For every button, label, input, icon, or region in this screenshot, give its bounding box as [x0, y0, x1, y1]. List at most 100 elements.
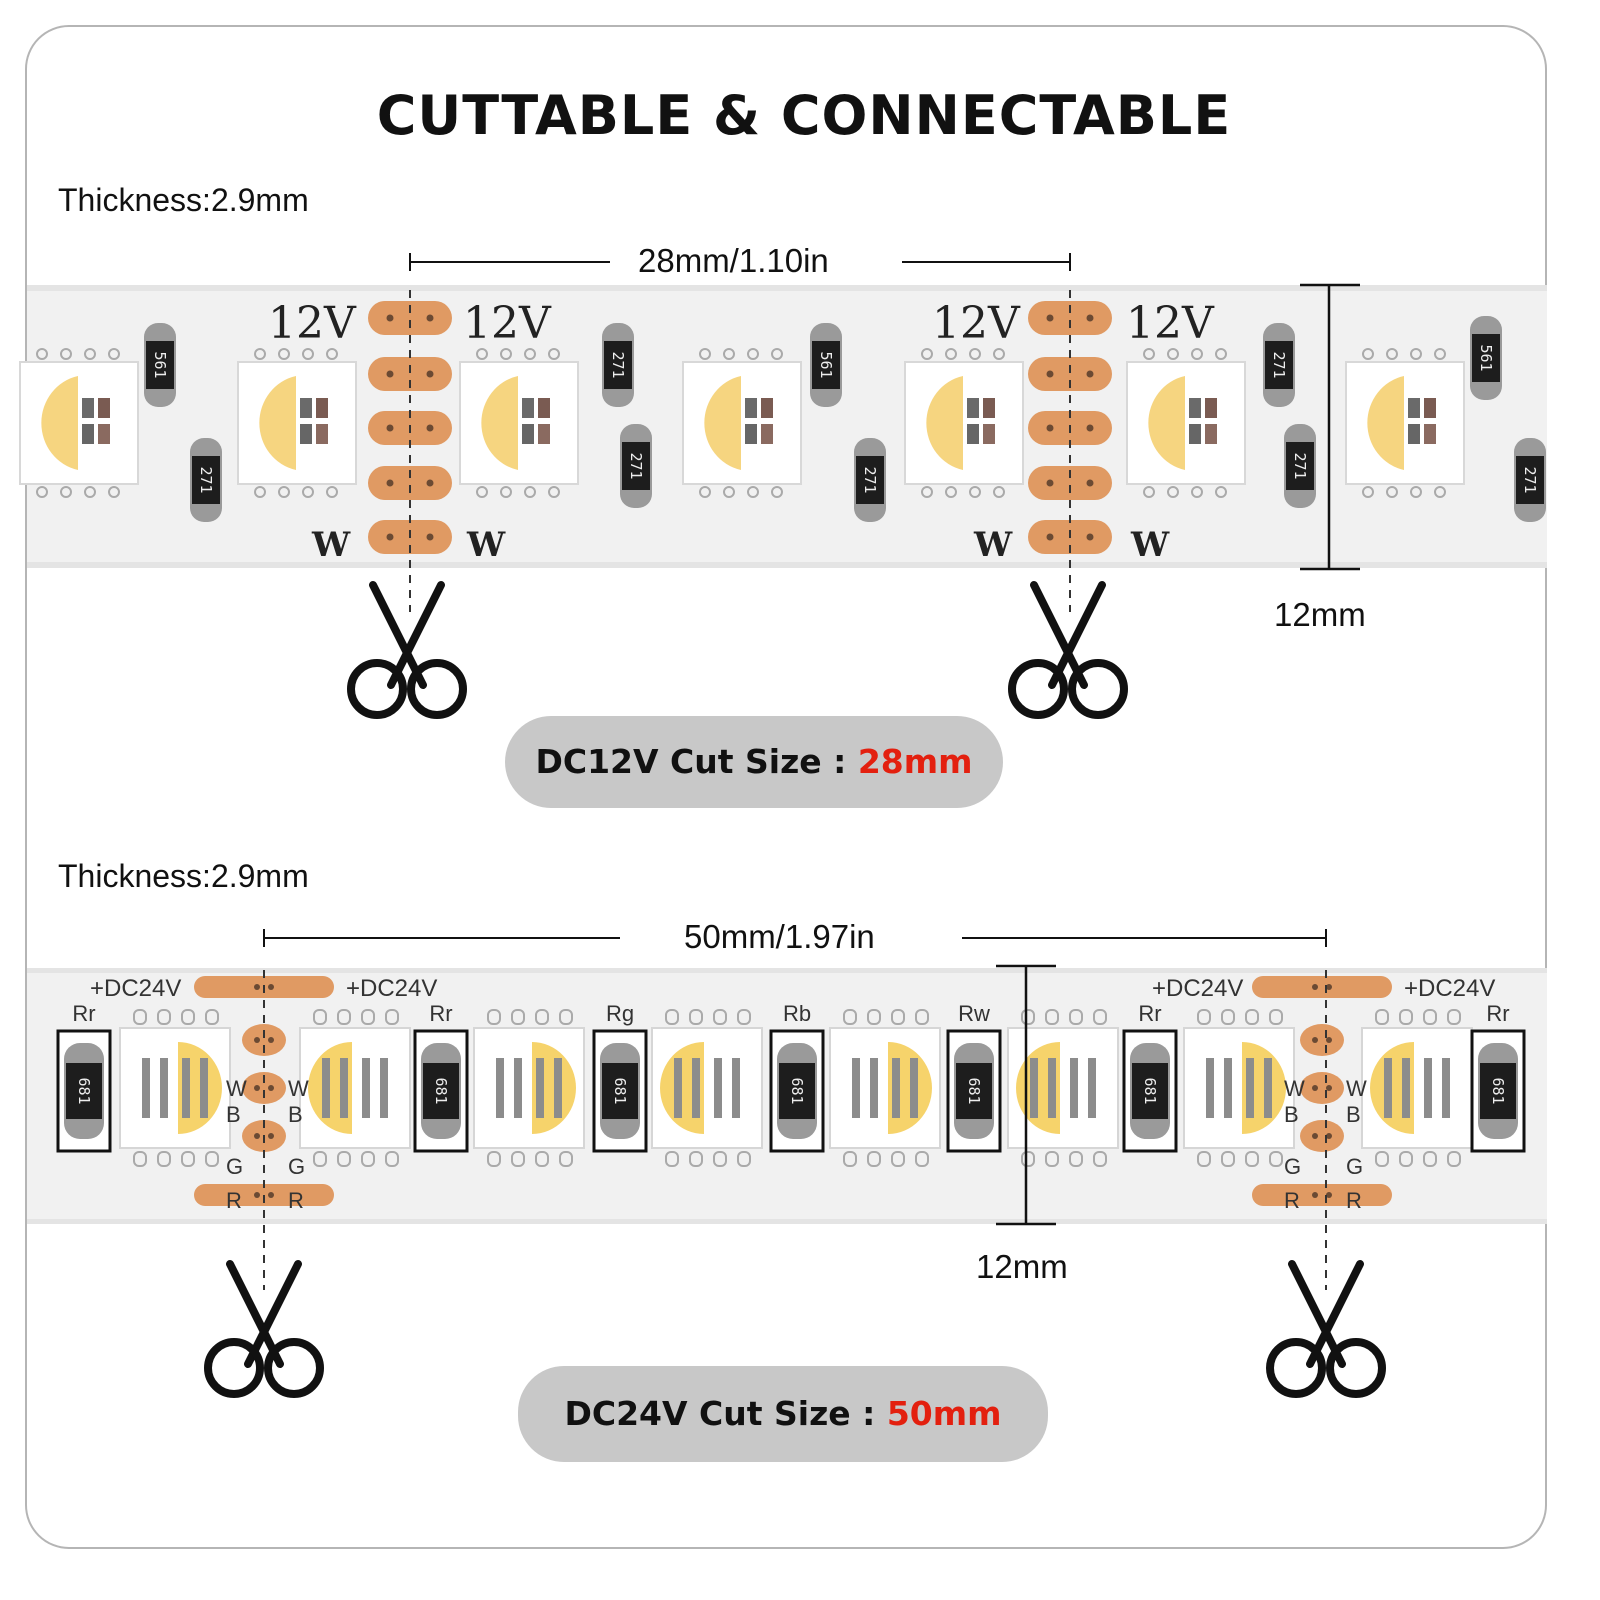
led-chip [1007, 1009, 1119, 1167]
white-mark-12v: W [1130, 525, 1170, 565]
scissors-icon [1266, 1260, 1386, 1398]
copper-pad [368, 357, 452, 391]
resistor: 681 Rr [56, 1001, 112, 1153]
copper-pad [1252, 976, 1392, 998]
voltage-mark-12v: 12V [268, 298, 357, 349]
pad-letter: W [1284, 1076, 1305, 1101]
voltage-mark-12v: 12V [463, 298, 552, 349]
pad-letter: G [1346, 1154, 1363, 1179]
voltage-mark-24v: +DC24V [1404, 975, 1495, 1002]
resistor-code: 561 [1477, 344, 1495, 371]
pad-letter: B [1346, 1102, 1361, 1127]
led-chip [682, 348, 802, 498]
resistor-code: 681 [611, 1077, 629, 1104]
led-chip [651, 1009, 763, 1167]
resistor: 561 [1470, 316, 1502, 400]
led-chip [1183, 1009, 1295, 1167]
resistor-code: 271 [861, 466, 879, 493]
width-dimension-line-12v [1300, 283, 1360, 571]
resistor-code: 681 [788, 1077, 806, 1104]
pad-letter: R [1284, 1188, 1300, 1213]
voltage-mark-24v: +DC24V [90, 975, 181, 1002]
resistor-code: 681 [75, 1077, 93, 1104]
led-chip [1361, 1009, 1473, 1167]
copper-pad [368, 301, 452, 335]
led-chip [904, 348, 1024, 498]
voltage-mark-12v: 12V [932, 298, 1021, 349]
voltage-mark-24v: +DC24V [1152, 975, 1243, 1002]
resistor: 271 [190, 438, 222, 522]
led-chip [237, 348, 357, 498]
resistor-code: 271 [1291, 452, 1309, 479]
led-chip [19, 348, 139, 498]
pitch-label-12v: 28mm/1.10in [638, 242, 829, 279]
resistor-code: 681 [432, 1077, 450, 1104]
pad-letter: W [226, 1076, 247, 1101]
cut-size-label: DC12V Cut Size : [535, 742, 858, 781]
copper-pad [1252, 1184, 1392, 1206]
resistor: 271 [1263, 323, 1295, 407]
cut-size-value: 28mm [857, 742, 973, 781]
resistor-code: 271 [609, 351, 627, 378]
resistor-label: Rr [72, 1001, 95, 1026]
width-label-24v: 12mm [976, 1248, 1068, 1285]
copper-pad [368, 466, 452, 500]
resistor-label: Rb [783, 1001, 811, 1026]
voltage-mark-24v: +DC24V [346, 975, 437, 1002]
pad-letter: B [226, 1102, 241, 1127]
thickness-label-24v: Thickness:2.9mm [58, 858, 309, 894]
led-chip [473, 1009, 585, 1167]
resistor: 271 [1284, 424, 1316, 508]
scissors-icon [1008, 581, 1128, 719]
resistor-code: 681 [1489, 1077, 1507, 1104]
scissors-icon [204, 1260, 324, 1398]
resistor-code: 681 [965, 1077, 983, 1104]
scissors-icon [347, 581, 467, 719]
led-chip [119, 1009, 231, 1167]
resistor-code: 681 [1141, 1077, 1159, 1104]
copper-pad [1028, 466, 1112, 500]
resistor-label: Rw [958, 1001, 990, 1026]
pad-letter: B [1284, 1102, 1299, 1127]
pitch-dimension-line-24v [263, 929, 1327, 947]
page-title: CUTTABLE & CONNECTABLE [376, 84, 1232, 147]
resistor: 561 [810, 323, 842, 407]
resistor: 271 [602, 323, 634, 407]
thickness-label-12v: Thickness:2.9mm [58, 182, 309, 218]
resistor: 681 Rb [769, 1001, 825, 1153]
pad-letter: R [288, 1188, 304, 1213]
white-mark-12v: W [466, 525, 506, 565]
cut-size-badge-24v: DC24V Cut Size : 50mm [518, 1366, 1048, 1462]
resistor: 271 [1514, 438, 1546, 522]
pitch-label-24v: 50mm/1.97in [684, 918, 875, 955]
copper-pad [242, 1072, 286, 1104]
pad-letter: G [288, 1154, 305, 1179]
resistor-label: Rr [1486, 1001, 1509, 1026]
voltage-mark-12v: 12V [1126, 298, 1215, 349]
pad-letter: W [1346, 1076, 1367, 1101]
resistor: 271 [620, 424, 652, 508]
resistor-code: 271 [1270, 351, 1288, 378]
width-dimension-line-24v [996, 964, 1056, 1226]
pad-letter: R [226, 1188, 242, 1213]
copper-pad [1300, 1024, 1344, 1056]
resistor-code: 271 [1521, 466, 1539, 493]
width-label-12v: 12mm [1274, 596, 1366, 633]
resistor: 271 [854, 438, 886, 522]
led-chip [1345, 348, 1465, 498]
led-chip-row-12v [19, 348, 1465, 498]
resistor-code: 271 [197, 466, 215, 493]
led-chip [299, 1009, 411, 1167]
copper-pad [1028, 301, 1112, 335]
resistor-label: Rr [1138, 1001, 1161, 1026]
pad-letter: B [288, 1102, 303, 1127]
led-chip [1126, 348, 1246, 498]
pad-letter: R [1346, 1188, 1362, 1213]
resistor: 681 Rr [1470, 1001, 1526, 1153]
cut-size-label: DC24V Cut Size : [564, 1394, 887, 1433]
resistor: 681 Rw [946, 1001, 1002, 1153]
